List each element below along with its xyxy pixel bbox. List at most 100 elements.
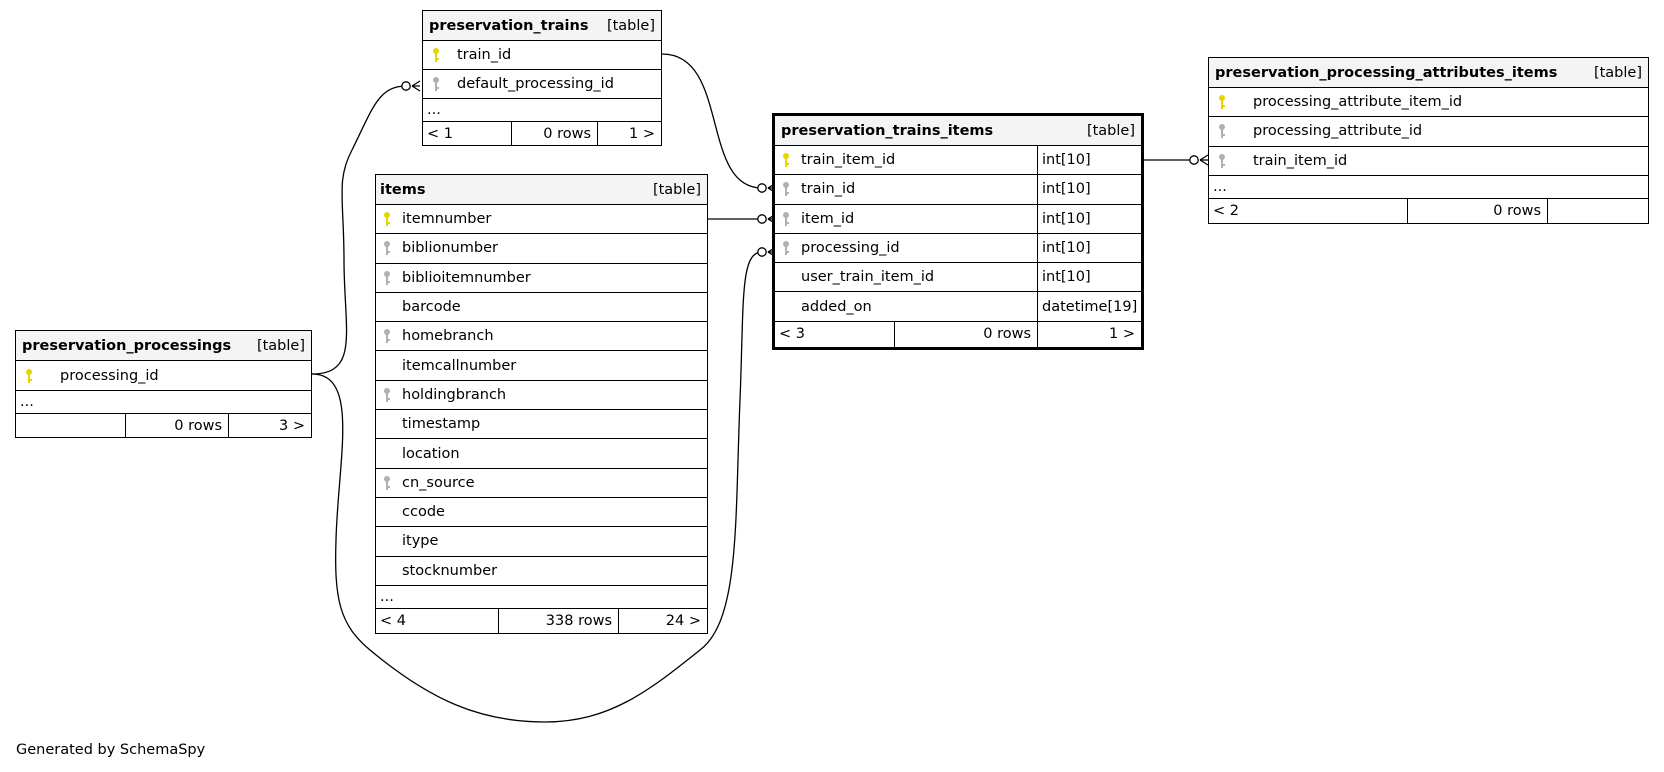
children-count[interactable]: 1 > — [1109, 326, 1135, 343]
table-footer: < 1 0 rows 1 > — [423, 122, 661, 145]
column-row[interactable]: biblionumber — [376, 234, 707, 264]
column-name-cell: train_id — [775, 175, 1037, 203]
more-columns: ... — [376, 586, 707, 609]
table-preservation-processings[interactable]: preservation_processings [table] process… — [15, 330, 312, 438]
table-header: preservation_processings [table] — [16, 331, 311, 361]
column-name-cell: train_id — [423, 41, 511, 69]
parents-count[interactable]: < 1 — [423, 122, 512, 145]
column-name-cell: item_id — [775, 205, 1037, 233]
column-name: timestamp — [402, 416, 481, 433]
key-spacer — [382, 439, 402, 467]
column-row[interactable]: holdingbranch — [376, 381, 707, 411]
column-name-cell: timestamp — [376, 410, 480, 438]
column-row[interactable]: processing_attribute_item_id — [1209, 88, 1648, 118]
column-name: added_on — [801, 298, 872, 315]
column-name-cell: itemcallnumber — [376, 351, 516, 379]
column-row[interactable]: timestamp — [376, 410, 707, 440]
column-name: cn_source — [402, 474, 475, 491]
column-type: int[10] — [1037, 233, 1141, 263]
column-name: biblionumber — [402, 240, 498, 257]
children-count[interactable] — [1548, 199, 1648, 223]
key-spacer — [382, 527, 402, 555]
children-count[interactable]: 3 > — [279, 417, 305, 434]
table-kind: [table] — [652, 181, 701, 198]
row-count: 338 rows — [499, 608, 619, 633]
column-name: holdingbranch — [402, 386, 507, 403]
column-row[interactable]: biblioitemnumber — [376, 264, 707, 293]
column-name: biblioitemnumber — [402, 269, 531, 286]
table-header: preservation_trains_items [table] — [775, 116, 1141, 146]
column-row[interactable]: stocknumber — [376, 557, 707, 586]
column-name: stocknumber — [402, 562, 498, 579]
table-name: items — [380, 181, 426, 198]
foreign-key-icon — [781, 175, 801, 203]
column-name-cell: processing_id — [775, 234, 1037, 262]
column-name-cell: train_item_id — [775, 146, 1037, 174]
column-name-cell: homebranch — [376, 322, 494, 350]
parents-count[interactable]: < 2 — [1209, 198, 1408, 223]
parents-count[interactable]: < 4 — [376, 608, 499, 633]
column-name: itemcallnumber — [402, 357, 517, 374]
more-columns: ... — [423, 99, 661, 122]
column-name-cell: barcode — [376, 293, 461, 321]
parents-count[interactable] — [16, 414, 126, 437]
foreign-key-icon — [1217, 117, 1253, 145]
table-items[interactable]: items [table] itemnumber biblionumber bibl… — [375, 174, 708, 634]
parents-count[interactable]: < 3 — [775, 321, 895, 347]
key-spacer — [382, 351, 402, 379]
column-row[interactable]: ccode — [376, 498, 707, 528]
column-type: int[10] — [1037, 204, 1141, 233]
table-preservation-processing-attributes-items[interactable]: preservation_processing_attributes_items… — [1208, 57, 1649, 224]
column-name-cell: biblioitemnumber — [376, 264, 531, 292]
foreign-key-icon — [431, 70, 457, 98]
column-name: train_item_id — [801, 152, 896, 169]
key-spacer — [382, 557, 402, 585]
key-spacer — [382, 293, 402, 321]
column-row[interactable]: barcode — [376, 293, 707, 323]
column-name: itype — [402, 533, 439, 550]
column-row[interactable]: itype — [376, 527, 707, 557]
table-kind: [table] — [606, 17, 655, 34]
row-count: 0 rows — [895, 321, 1038, 347]
column-row[interactable]: default_processing_id — [423, 70, 661, 99]
foreign-key-icon — [382, 264, 402, 292]
column-name-cell: added_on — [775, 292, 1037, 320]
key-spacer — [781, 263, 801, 291]
column-row[interactable]: location — [376, 439, 707, 469]
foreign-key-icon — [382, 322, 402, 350]
column-row[interactable]: itemcallnumber — [376, 351, 707, 381]
children-count[interactable]: 24 > — [665, 612, 701, 629]
table-footer: < 3 0 rows 1 > — [775, 321, 1141, 347]
table-footer: 0 rows 3 > — [16, 414, 311, 437]
row-count: 0 rows — [1408, 198, 1548, 223]
column-row[interactable]: itemnumber — [376, 205, 707, 235]
table-header: preservation_trains [table] — [423, 11, 661, 41]
column-row[interactable]: homebranch — [376, 322, 707, 352]
column-row[interactable]: cn_source — [376, 469, 707, 498]
column-name-cell: processing_attribute_id — [1209, 117, 1422, 145]
table-preservation-trains-items[interactable]: preservation_trains_items [table] train_… — [772, 113, 1144, 350]
column-row[interactable]: processing_attribute_id — [1209, 117, 1648, 147]
column-name-cell: ccode — [376, 498, 445, 526]
column-row[interactable]: train_item_id — [1209, 147, 1648, 176]
column-list: processing_id — [16, 361, 311, 391]
table-kind: [table] — [1086, 122, 1135, 139]
column-row[interactable]: train_id — [423, 41, 661, 70]
children-count[interactable]: 1 > — [629, 125, 655, 142]
column-row[interactable]: processing_id — [16, 361, 311, 391]
column-name-cell: biblionumber — [376, 234, 498, 262]
more-columns: ... — [1209, 176, 1648, 199]
key-spacer — [781, 292, 801, 320]
column-name-cell: location — [376, 439, 460, 467]
column-name-cell: processing_id — [16, 361, 159, 390]
column-type: int[10] — [1037, 263, 1141, 292]
